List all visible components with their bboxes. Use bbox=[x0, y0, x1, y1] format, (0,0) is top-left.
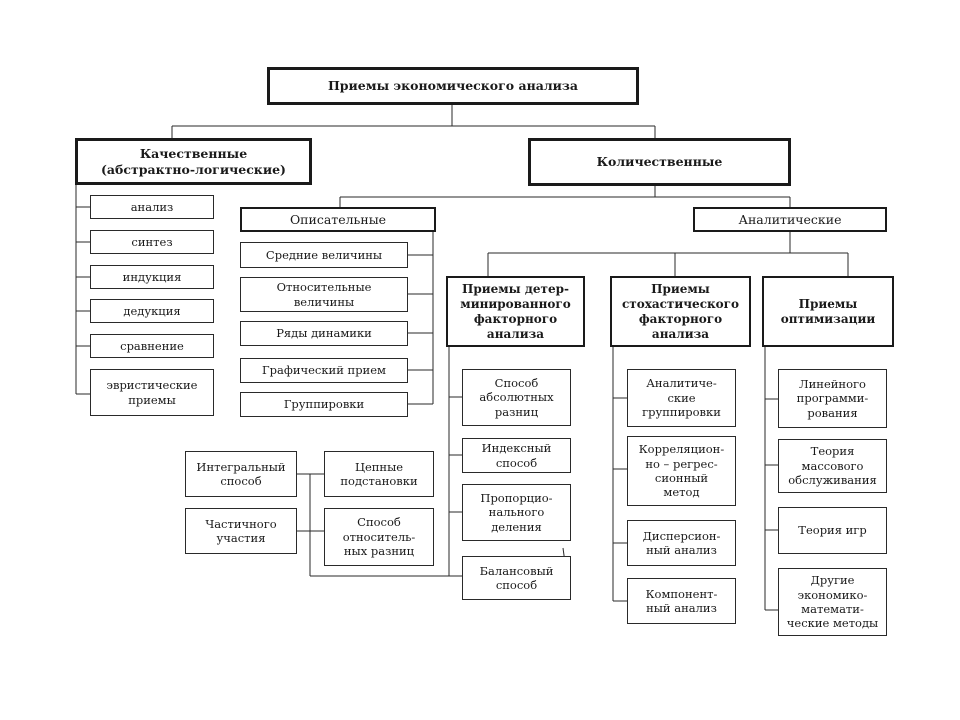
qualitative-item: анализ bbox=[90, 195, 214, 219]
optimization-node: Приемы оптимизации bbox=[762, 276, 894, 347]
qualitative-item: индукция bbox=[90, 265, 214, 289]
deterministic-item: Способ абсолютных разниц bbox=[462, 369, 571, 426]
optimization-item: Другие экономико- математи- ческие метод… bbox=[778, 568, 887, 636]
deterministic-item: Пропорцио- нального деления bbox=[462, 484, 571, 541]
qualitative-item: синтез bbox=[90, 230, 214, 254]
stochastic-node: Приемы стохастического факторного анализ… bbox=[610, 276, 751, 347]
descriptive-item: Средние величины bbox=[240, 242, 408, 268]
descriptive-item: Ряды динамики bbox=[240, 321, 408, 346]
partial-participation-node: Частичного участия bbox=[185, 508, 297, 554]
deterministic-item: Балансовый способ bbox=[462, 556, 571, 600]
stochastic-item: Дисперсион- ный анализ bbox=[627, 520, 736, 566]
descriptive-item: Относительные величины bbox=[240, 277, 408, 312]
optimization-item: Теория массового обслуживания bbox=[778, 439, 887, 493]
stochastic-item: Аналитиче- ские группировки bbox=[627, 369, 736, 427]
qualitative-item: эвристические приемы bbox=[90, 369, 214, 416]
descriptive-item: Группировки bbox=[240, 392, 408, 417]
quantitative-node: Количественные bbox=[528, 138, 791, 186]
relative-differences-node: Способ относитель- ных разниц bbox=[324, 508, 434, 566]
analytical-node: Аналитические bbox=[693, 207, 887, 232]
stochastic-item: Компонент- ный анализ bbox=[627, 578, 736, 624]
chain-substitution-node: Цепные подстановки bbox=[324, 451, 434, 497]
deterministic-node: Приемы детер- минированного факторного а… bbox=[446, 276, 585, 347]
optimization-item: Линейного программи- рования bbox=[778, 369, 887, 428]
descriptive-item: Графический прием bbox=[240, 358, 408, 383]
stochastic-item: Корреляцион- но – регрес- сионный метод bbox=[627, 436, 736, 506]
qualitative-item: дедукция bbox=[90, 299, 214, 323]
descriptive-node: Описательные bbox=[240, 207, 436, 232]
qualitative-node: Качественные (абстрактно-логические) bbox=[75, 138, 312, 185]
integral-method-node: Интегральный способ bbox=[185, 451, 297, 497]
deterministic-item: Индексный способ bbox=[462, 438, 571, 473]
root-node: Приемы экономического анализа bbox=[267, 67, 639, 105]
qualitative-item: сравнение bbox=[90, 334, 214, 358]
optimization-item: Теория игр bbox=[778, 507, 887, 554]
